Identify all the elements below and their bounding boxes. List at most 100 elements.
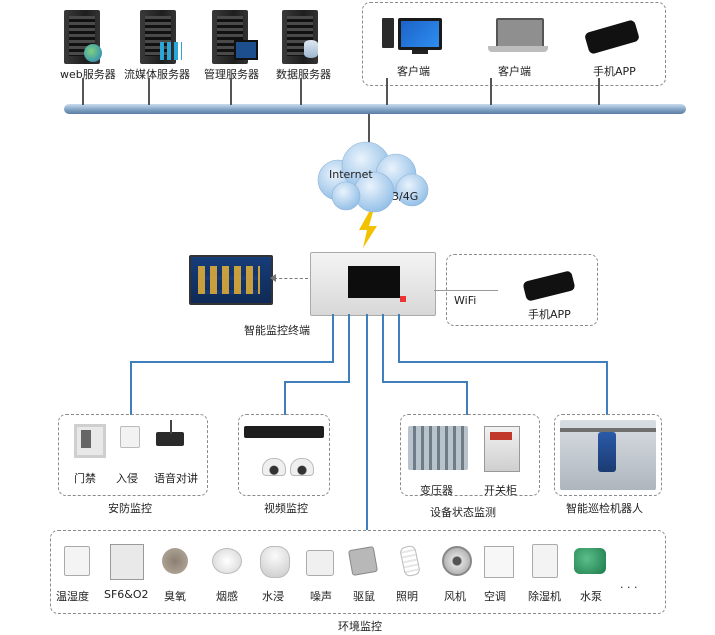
equipment-title: 设备状态监测: [430, 506, 496, 519]
dehumidifier-icon: [532, 544, 558, 578]
cloud-icon: [317, 141, 429, 213]
wire-trunk-env: [366, 314, 368, 530]
dome-camera-icon-1: [262, 458, 286, 476]
env-item-dehumidifier: 除湿机: [528, 590, 561, 603]
robot-rail-icon: [560, 428, 656, 432]
web-server-icon: [64, 10, 100, 64]
equipment-item-transformer: 变压器: [420, 484, 453, 497]
lightning-icon: [359, 212, 377, 248]
web-server-label: web服务器: [60, 68, 116, 81]
wire-equip-v: [466, 381, 468, 415]
wire-trunk-1: [332, 314, 334, 362]
manage-link: [230, 78, 232, 105]
terminal-screen: [348, 266, 400, 298]
laptop-base-icon: [488, 46, 548, 52]
laptop-link: [490, 78, 492, 105]
data-link: [300, 78, 302, 105]
bus-to-cloud-link: [368, 114, 370, 144]
wire-sec-v: [130, 361, 132, 415]
panel-arrow: [274, 278, 308, 279]
network-icon: [160, 42, 182, 60]
rodent-repeller-icon: [347, 545, 379, 577]
phone-app-label: 手机APP: [593, 65, 636, 78]
wifi-link: [434, 290, 498, 291]
switchgear-panel-icon: [490, 432, 512, 440]
touch-panel-tiles: [198, 266, 260, 294]
media-server-label: 流媒体服务器: [124, 68, 190, 81]
intercom-mic-icon: [170, 420, 172, 434]
terminal-power-led: [400, 296, 406, 302]
robot-group: [554, 414, 662, 496]
door-panel-icon: [81, 430, 91, 448]
wire-sec-h: [130, 361, 334, 363]
nvr-icon: [244, 426, 324, 438]
environment-group: [50, 530, 666, 614]
terminal-label: 智能监控终端: [244, 324, 310, 337]
ozone-sensor-icon: [162, 548, 188, 574]
wire-video-v: [284, 381, 286, 415]
database-icon: [304, 40, 318, 58]
wire-robot-v: [606, 361, 608, 415]
clients-group: [362, 2, 666, 86]
wire-video-h: [284, 381, 350, 383]
wire-trunk-3: [382, 314, 384, 382]
client-laptop-label: 客户端: [498, 65, 531, 78]
security-title: 安防监控: [108, 502, 152, 515]
laptop-icon: [496, 18, 544, 48]
env-item-pump: 水泵: [580, 590, 602, 603]
wire-equip-h: [382, 381, 468, 383]
data-server-label: 数据服务器: [276, 68, 331, 81]
equipment-item-switchgear: 开关柜: [484, 484, 517, 497]
video-title: 视频监控: [264, 502, 308, 515]
env-item-lighting: 照明: [396, 590, 418, 603]
dome-camera-icon-2: [290, 458, 314, 476]
env-item-noise: 噪声: [310, 590, 332, 603]
wire-trunk-4: [398, 314, 400, 362]
manage-server-label: 管理服务器: [204, 68, 259, 81]
environment-title: 环境监控: [338, 620, 382, 633]
video-group: [238, 414, 330, 496]
env-more-dots: . . .: [620, 578, 638, 591]
panel-arrow-head: [270, 274, 276, 282]
client-pc-label: 客户端: [397, 65, 430, 78]
mobile-network-label: 3/4G: [392, 190, 419, 203]
wifi-label: WiFi: [454, 294, 477, 307]
wifi-phone-app-label: 手机APP: [528, 308, 571, 321]
env-item-water-leak: 水浸: [262, 590, 284, 603]
intercom-icon: [156, 432, 184, 446]
sf6-sensor-icon: [110, 544, 144, 580]
fan-icon: [442, 546, 472, 576]
security-item-intercom: 语音对讲: [154, 472, 198, 485]
smoke-detector-icon: [212, 548, 242, 574]
equipment-group: [400, 414, 540, 496]
monitor-small-icon: [234, 40, 258, 60]
env-item-fan: 风机: [444, 590, 466, 603]
water-pump-icon: [574, 548, 606, 574]
monitor-icon: [398, 18, 442, 50]
media-link: [148, 78, 150, 105]
noise-sensor-icon: [306, 550, 334, 576]
env-item-ozone: 臭氧: [164, 590, 186, 603]
internet-label: Internet: [329, 168, 373, 181]
env-item-sf6: SF6&O2: [104, 588, 149, 601]
env-item-ac: 空调: [484, 590, 506, 603]
phone-link: [598, 78, 600, 105]
desktop-pc-icon: [382, 18, 394, 48]
security-item-intrusion: 入侵: [116, 472, 138, 485]
monitor-stand-icon: [412, 50, 428, 54]
env-item-rodent: 驱鼠: [353, 590, 375, 603]
wire-trunk-2: [348, 314, 350, 382]
web-link: [82, 78, 84, 105]
robot-title: 智能巡检机器人: [566, 502, 643, 515]
robot-body-icon: [598, 432, 616, 472]
temp-humidity-sensor-icon: [64, 546, 90, 576]
env-item-temp-humidity: 温湿度: [56, 590, 89, 603]
data-server-icon: [282, 10, 318, 64]
security-group: [58, 414, 208, 496]
air-conditioner-icon: [484, 546, 514, 578]
pc-link: [386, 78, 388, 105]
wire-robot-h: [398, 361, 608, 363]
env-item-smoke: 烟感: [216, 590, 238, 603]
top-network-bus: [64, 104, 686, 114]
transformer-icon: [408, 426, 468, 470]
